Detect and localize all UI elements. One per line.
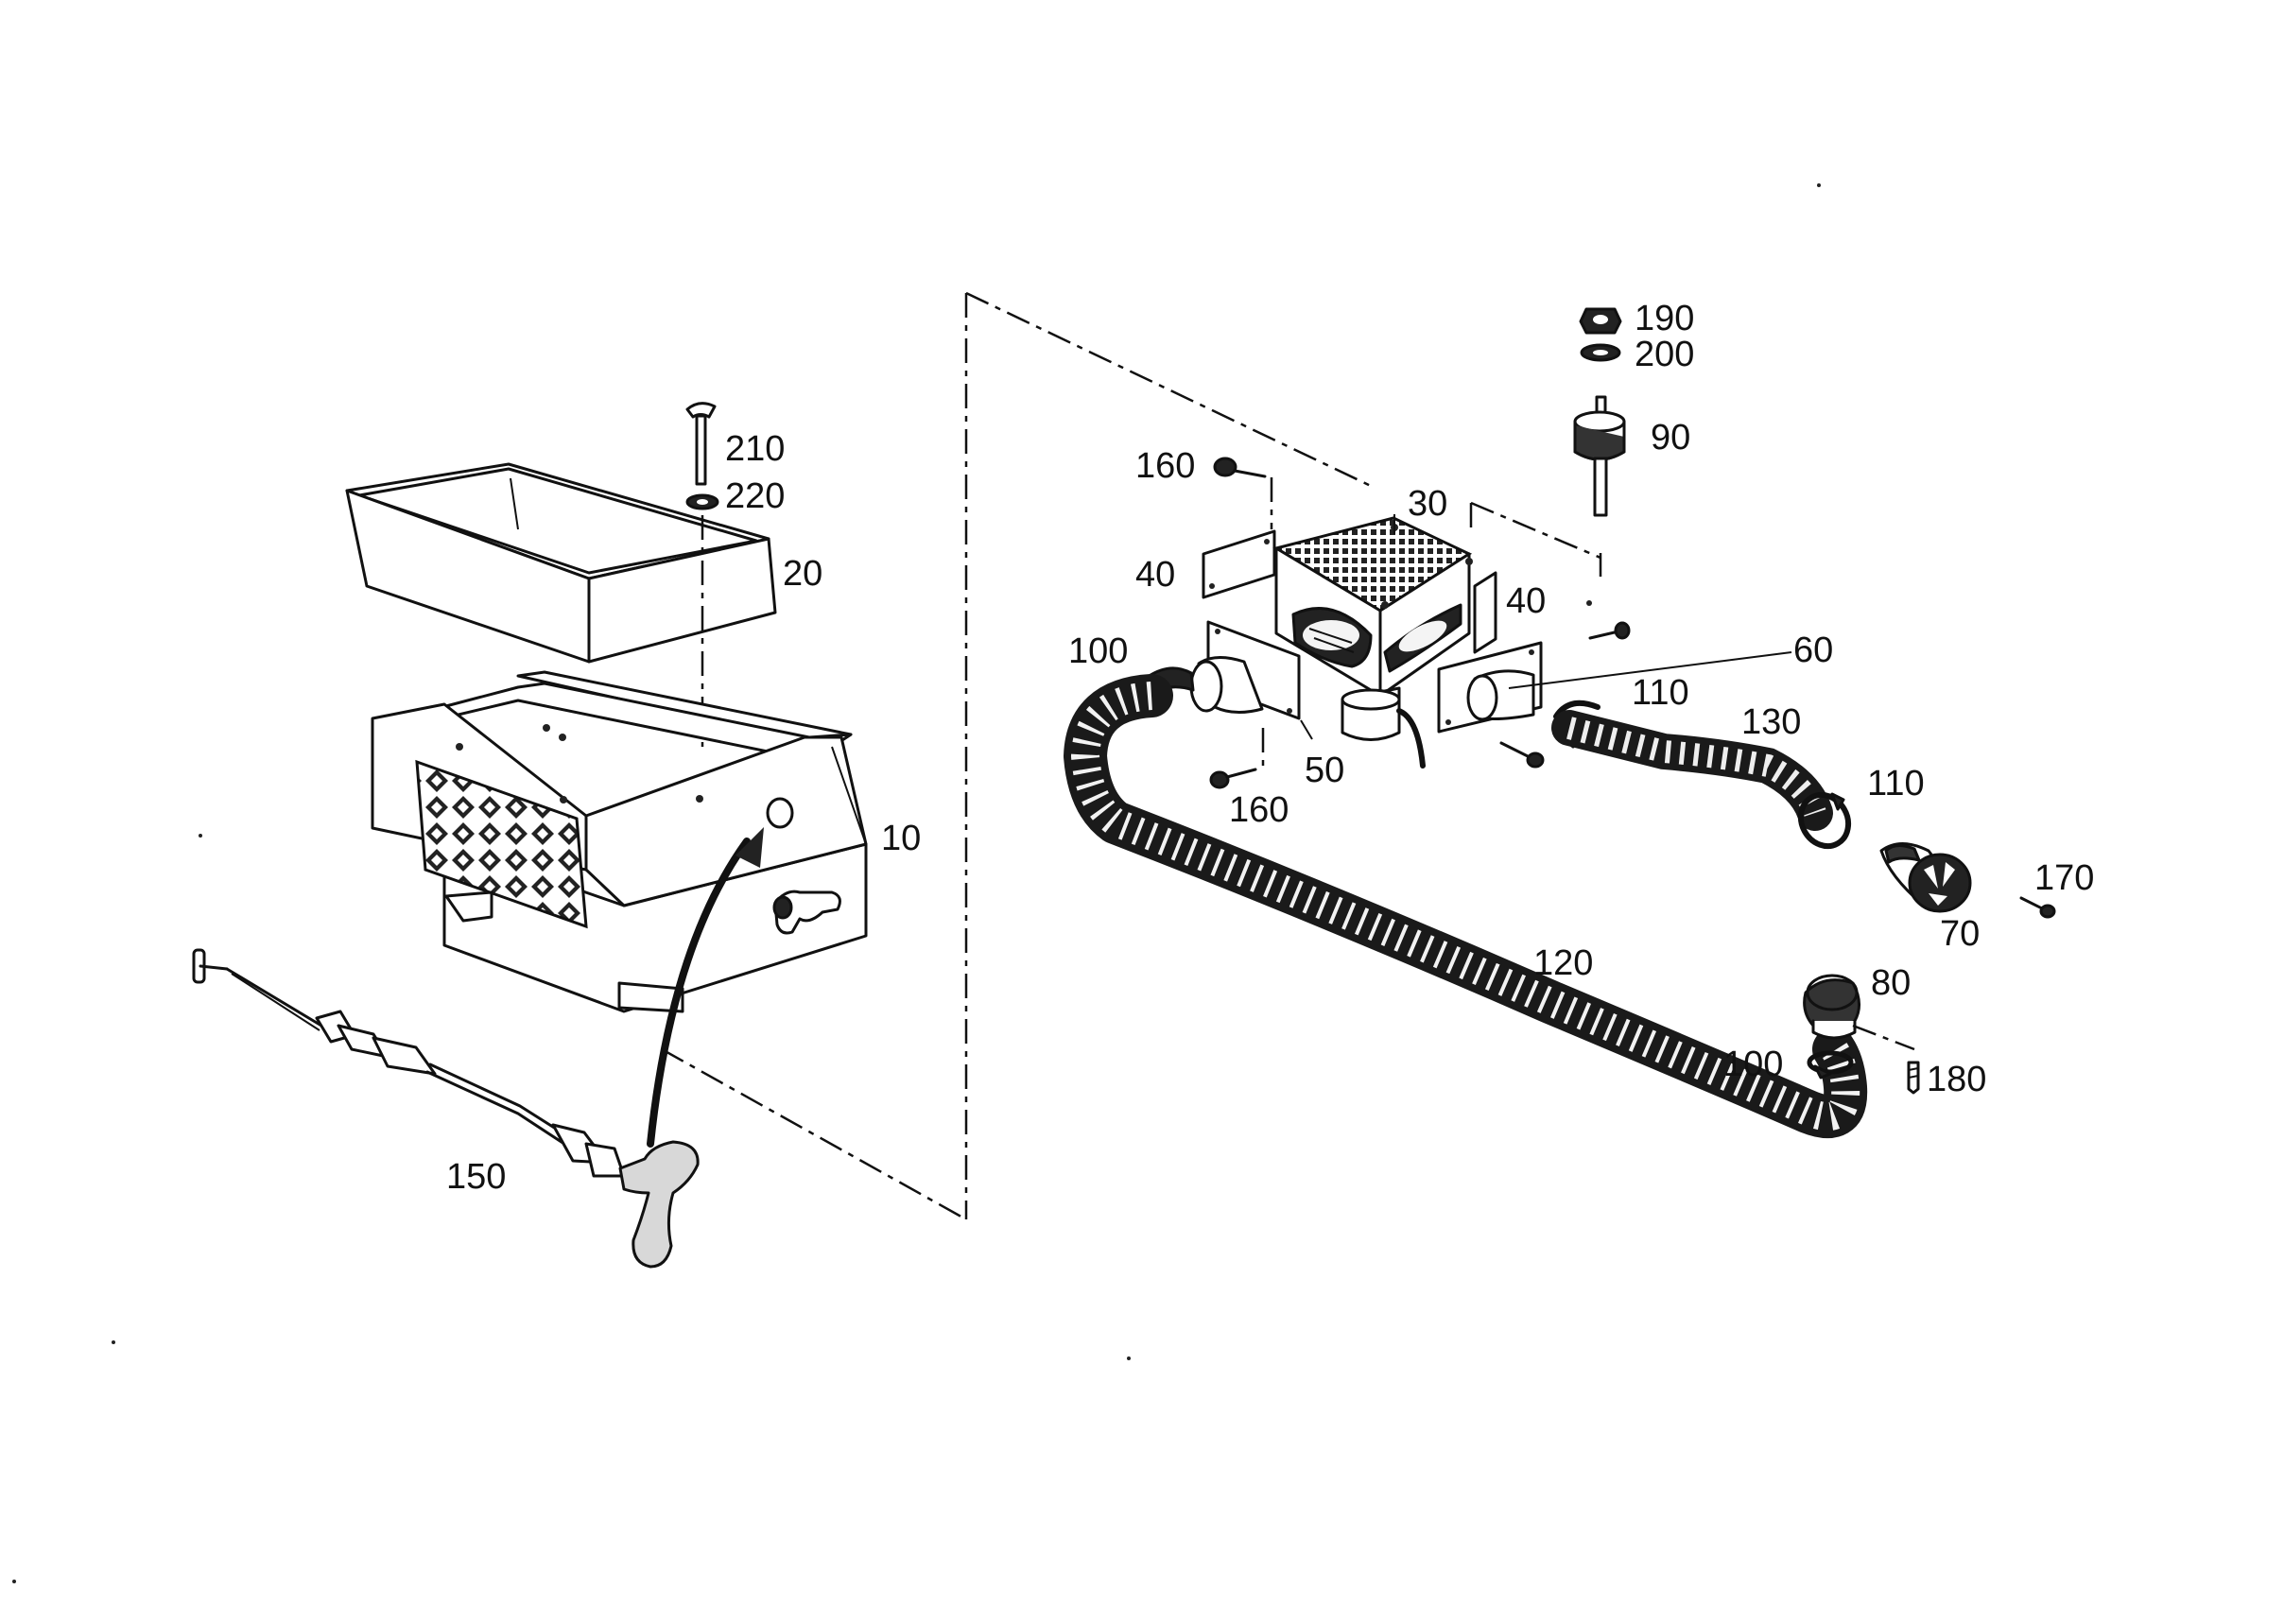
heater-unit-30 (1272, 516, 1473, 769)
callout-160-top: 160 (1135, 446, 1195, 486)
housing-10 (371, 670, 868, 1013)
flange-50 (1189, 620, 1301, 720)
callout-90: 90 (1651, 418, 1690, 458)
callout-30: 30 (1408, 484, 1447, 524)
callout-220: 220 (725, 476, 785, 516)
clamp-110-lower (1797, 791, 1852, 850)
mount-90 (1573, 395, 1626, 517)
callout-210: 210 (725, 429, 785, 469)
screw-right (1586, 600, 1631, 640)
callout-180: 180 (1927, 1060, 1986, 1099)
screw-lower-right (1499, 741, 1545, 769)
flange-60 (1437, 641, 1543, 734)
callout-100-left: 100 (1068, 631, 1128, 671)
callout-110-lower: 110 (1867, 764, 1925, 803)
plate-40-right (1473, 571, 1497, 654)
screw-170 (2019, 896, 2056, 919)
callout-160-bottom: 160 (1229, 790, 1289, 830)
callout-130: 130 (1741, 702, 1801, 742)
callout-80: 80 (1871, 963, 1911, 1003)
nut-190 (1579, 307, 1622, 335)
callout-70: 70 (1940, 914, 1980, 954)
callout-10: 10 (881, 819, 921, 858)
screw-160-top (1213, 457, 1267, 478)
clamp-100-lower (1807, 1050, 1854, 1080)
screw-160-bottom (1209, 768, 1257, 789)
screw-180 (1907, 1061, 1920, 1095)
callout-40-left: 40 (1135, 555, 1175, 595)
callout-110-upper: 110 (1632, 673, 1689, 713)
vent-80 (1803, 974, 1860, 1040)
nozzle-70 (1879, 842, 1972, 913)
bolt-210 (685, 402, 717, 486)
callout-170: 170 (2034, 858, 2094, 898)
plate-40-left (1202, 529, 1276, 599)
cable-route-arrow (647, 838, 751, 1148)
callout-20: 20 (783, 554, 822, 594)
cable-150 (192, 948, 700, 1269)
callout-50: 50 (1305, 751, 1344, 790)
callout-100-lower: 100 (1723, 1045, 1783, 1084)
callout-60: 60 (1793, 631, 1833, 670)
hose-120 (1064, 674, 1868, 1139)
callout-120: 120 (1533, 943, 1593, 983)
callout-40-right: 40 (1506, 581, 1546, 621)
callout-200: 200 (1635, 335, 1694, 374)
tray-lid-20 (345, 462, 777, 664)
arrow-head-icon (735, 827, 764, 868)
callout-190: 190 (1635, 299, 1694, 338)
callout-150: 150 (446, 1157, 506, 1197)
